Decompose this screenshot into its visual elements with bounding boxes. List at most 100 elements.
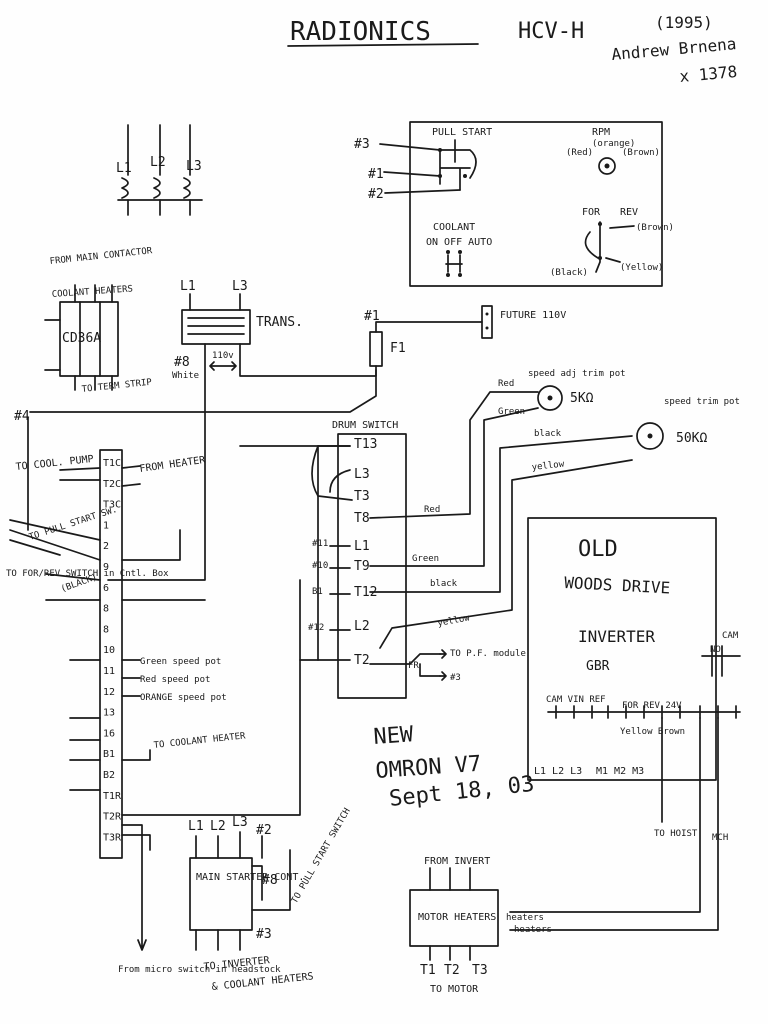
drum-switch-title: DRUM SWITCH: [332, 420, 398, 431]
inverter-woods-label: WOODS DRIVE: [564, 573, 671, 598]
drum-pf-arrow: [439, 649, 447, 659]
drum-l2: L2: [354, 619, 370, 634]
contactor-outline: [59, 301, 119, 377]
wire-2-label: #2: [368, 187, 384, 202]
main-starter-inputs: [195, 831, 263, 859]
pot-black-label: black: [534, 429, 562, 439]
rpm-meter-symbol: [598, 157, 616, 175]
pull-start-leads: [9, 519, 101, 561]
red-speed-pot-label: Red speed pot: [140, 675, 210, 685]
transformer-label: TRANS.: [256, 315, 303, 330]
drum-green-label: Green: [412, 554, 439, 564]
coolant-terminal-b: [458, 250, 462, 254]
terminal-label: T3R: [103, 832, 122, 843]
transformer-white-label: White: [172, 371, 199, 381]
terminal-label: 8: [103, 624, 109, 635]
drum-n11: #11: [312, 539, 328, 549]
drum-t2: T2: [354, 653, 370, 668]
speed-trim-pot-label: speed trim pot: [664, 397, 740, 407]
wire-4-label: #4: [14, 409, 30, 424]
year-label: (1995): [655, 13, 713, 32]
drum-t13: T13: [354, 437, 377, 452]
inverter-yellow-brown-label: Yellow Brown: [620, 727, 685, 737]
speed-adj-pot-label: speed adj trim pot: [528, 369, 626, 379]
motor-heaters: FROM INVERT MOTOR HEATERS heaters heater…: [409, 856, 552, 995]
terminal-label: 11: [103, 666, 115, 677]
transformer-110v-label: 110v: [212, 351, 234, 361]
inductor-group: L1 L2 L3: [116, 124, 203, 216]
transformer-l1-label: L1: [180, 279, 196, 294]
speed-trim-pot-symbol: [636, 422, 664, 450]
terminal-label: 12: [103, 687, 115, 698]
heaters-label-1: heaters: [506, 913, 544, 923]
pot-red-label: Red: [498, 379, 514, 389]
to-for-rev-label: TO FOR/REV SWITCH in Cntl. Box: [6, 569, 169, 579]
inverter-motor-label: M1 M2 M3: [596, 766, 644, 777]
for-rev-leads: [45, 573, 101, 601]
terminal-strip-outline: [99, 449, 123, 859]
inverter-to-hoist-label: TO HOIST: [654, 829, 698, 839]
main-starter-label: MAIN STARTER CONT.: [196, 872, 304, 883]
drum-t9: T9: [354, 559, 370, 574]
contactor-block: FROM MAIN CONTACTOR COOLANT HEATERS CD36…: [44, 246, 153, 395]
from-main-contactor-label: FROM MAIN CONTACTOR: [49, 246, 153, 267]
drum-fr-label: FR: [408, 661, 419, 671]
inverter-cam-vin-ref-label: CAM VIN REF: [546, 695, 606, 705]
main-starter-outputs: [195, 929, 241, 951]
fuse: #1 F1 FUTURE 110V: [29, 305, 566, 413]
coolant-label: COOLANT: [433, 222, 475, 233]
drum-left-terminal-leads: [299, 545, 351, 661]
contactor-output-wires: [74, 375, 113, 391]
pull-start-wire-2: [384, 189, 461, 194]
terminal-label: 16: [103, 728, 115, 739]
heaters-label-2: heaters: [514, 925, 552, 935]
to-motor-label: TO MOTOR: [430, 984, 479, 995]
terminal-label: 2: [103, 541, 109, 552]
speed-adj-pot-center: [547, 395, 553, 401]
drum-t3: T3: [354, 489, 370, 504]
rpm-orange-label: (orange): [592, 139, 635, 149]
inductor-l2-label: L2: [150, 155, 166, 170]
coolant-terminal-d: [458, 273, 462, 277]
orange-speed-pot-label: ORANGE speed pot: [140, 693, 227, 703]
main-starter-l3: L3: [232, 815, 248, 830]
main-starter-feed: [121, 834, 151, 851]
future-110v-label: FUTURE 110V: [500, 310, 566, 321]
inverter-terminal-ticks: [555, 705, 737, 719]
main-starter-outline: [189, 857, 253, 931]
main-starter-aux: [251, 849, 291, 911]
transformer-output-right: [239, 343, 377, 377]
to-pull-start-switch-label: TO PULL START SWITCH: [290, 807, 353, 906]
author-label: Andrew Brnena: [611, 34, 737, 64]
motor-t1-label: T1: [420, 963, 436, 978]
drum-black-wire: [369, 435, 633, 593]
speed-adj-pot-symbol: [537, 385, 563, 411]
drum-l1: L1: [354, 539, 370, 554]
contactor-dividers: [79, 301, 101, 377]
inverter-outline: [527, 517, 717, 781]
for-rev-terminal-a: [598, 222, 602, 226]
motor-t2-label: T2: [444, 963, 460, 978]
inverter-gbr-label: GBR: [586, 659, 610, 674]
drum-red-label: Red: [424, 505, 440, 515]
fuse-wire-in: [375, 321, 483, 333]
coolant-terminal-c: [446, 273, 450, 277]
coolant-modes-label: ON OFF AUTO: [426, 237, 492, 248]
wire-1-label: #1: [368, 167, 384, 182]
coolant-heater-lead: [121, 749, 151, 761]
motor-heaters-label: MOTOR HEATERS: [418, 912, 496, 923]
terminal-label: T1R: [103, 791, 122, 802]
inverter-cam-label: CAM: [722, 631, 739, 641]
transformer-input-wires: [189, 293, 241, 311]
drum-n3-label: #3: [450, 673, 461, 683]
to-term-strip-label: TO TERM STRIP: [81, 378, 153, 395]
for-rev-brown-label: (Brown): [636, 223, 674, 233]
speed-trim-pot-center: [647, 433, 653, 439]
terminal-label: T1C: [103, 458, 121, 469]
from-micro-switch-label: From micro switch in headstock: [118, 965, 281, 975]
transformer-wire8-label: #8: [174, 355, 190, 370]
drum-yellow-wire: [379, 459, 633, 649]
omron-note: NEW OMRON V7 Sept 18, 03: [373, 722, 536, 812]
inverter-lines-label: L1 L2 L3: [534, 766, 582, 777]
